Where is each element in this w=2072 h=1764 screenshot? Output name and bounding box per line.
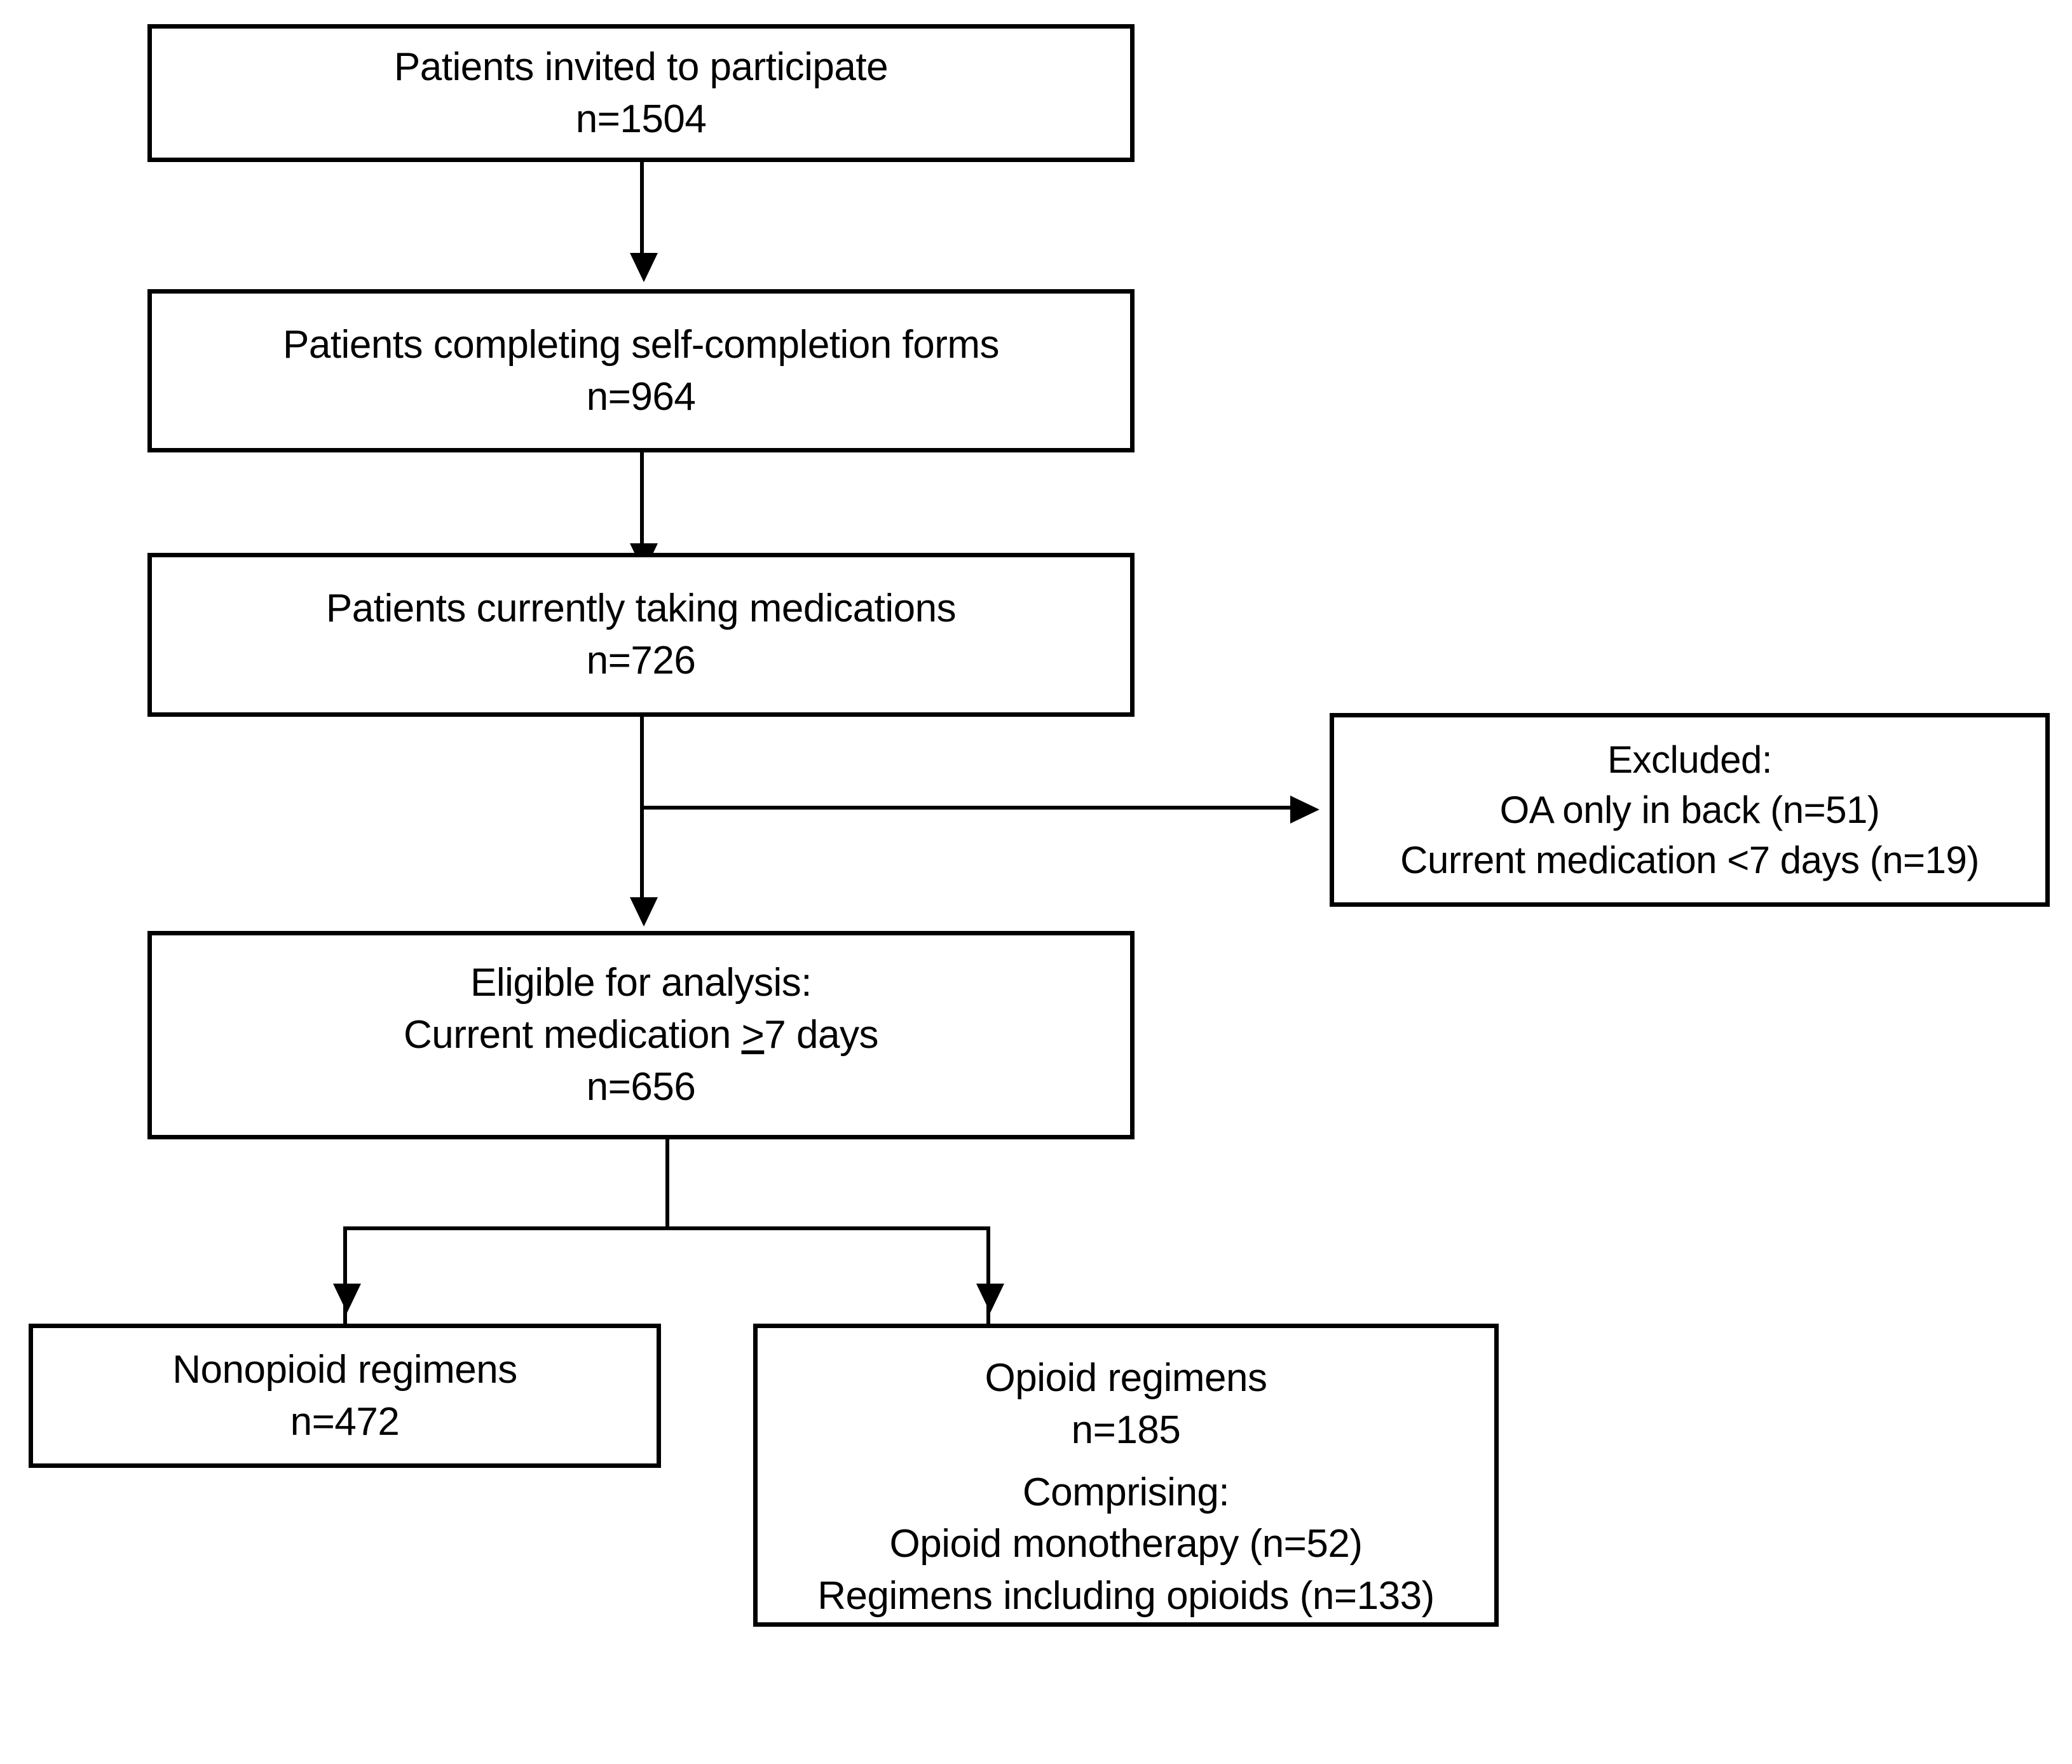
node-patients-invited-count: n=1504: [575, 97, 707, 141]
connector-eligible-split-bar: [343, 1226, 990, 1230]
arrow-right-icon: [1290, 796, 1319, 824]
node-eligible-for-analysis: Eligible for analysis: Current medicatio…: [147, 931, 1135, 1139]
node-excluded: Excluded: OA only in back (n=51) Current…: [1330, 713, 2050, 907]
node-eligible-criterion-suffix: 7 days: [764, 1013, 878, 1057]
node-nonopioid-regimens: Nonopioid regimens n=472: [29, 1324, 661, 1468]
node-eligible-heading: Eligible for analysis:: [470, 961, 812, 1005]
connector-eligible-split-stem: [665, 1139, 669, 1228]
node-eligible-count: n=656: [586, 1064, 696, 1109]
node-opioid-comprising-heading: Comprising:: [1022, 1470, 1230, 1514]
arrow-down-icon: [630, 897, 658, 926]
node-excluded-reason-1: OA only in back (n=51): [1499, 788, 1880, 831]
node-excluded-reason-2: Current medication <7 days (n=19): [1400, 839, 1979, 882]
node-opioid-comprising-item-1: Opioid monotherapy (n=52): [889, 1522, 1363, 1566]
node-excluded-heading: Excluded:: [1607, 738, 1773, 781]
node-opioid-regimens: Opioid regimens n=185 Comprising: Opioid…: [753, 1324, 1499, 1627]
node-opioid-regimens-label: Opioid regimens: [985, 1356, 1267, 1400]
node-currently-taking-medications-count: n=726: [586, 639, 696, 682]
node-nonopioid-regimens-count: n=472: [290, 1399, 400, 1444]
node-opioid-comprising-item-2: Regimens including opioids (n=133): [817, 1574, 1435, 1618]
node-self-completion-forms: Patients completing self-completion form…: [147, 289, 1135, 452]
connector-selfcompletion-to-takingmeds: [640, 452, 644, 548]
node-opioid-regimens-count: n=185: [1071, 1408, 1181, 1452]
node-patients-invited-label: Patients invited to participate: [393, 44, 889, 89]
node-eligible-criterion: Current medication >7 days: [404, 1009, 878, 1061]
node-eligible-criterion-prefix: Current medication: [404, 1013, 742, 1057]
connector-takingmeds-to-excluded: [642, 806, 1290, 810]
connector-invited-to-selfcompletion: [640, 162, 644, 257]
node-self-completion-forms-label: Patients completing self-completion form…: [283, 322, 999, 367]
node-nonopioid-regimens-label: Nonopioid regimens: [172, 1347, 517, 1392]
node-currently-taking-medications: Patients currently taking medications n=…: [147, 553, 1135, 717]
arrow-down-icon: [630, 253, 658, 282]
node-patients-invited: Patients invited to participate n=1504: [147, 24, 1135, 162]
arrow-down-icon: [333, 1284, 361, 1313]
arrow-down-icon: [976, 1284, 1004, 1313]
node-currently-taking-medications-label: Patients currently taking medications: [325, 587, 957, 631]
node-self-completion-forms-count: n=964: [586, 374, 696, 419]
node-eligible-criterion-operator: >: [741, 1013, 765, 1057]
